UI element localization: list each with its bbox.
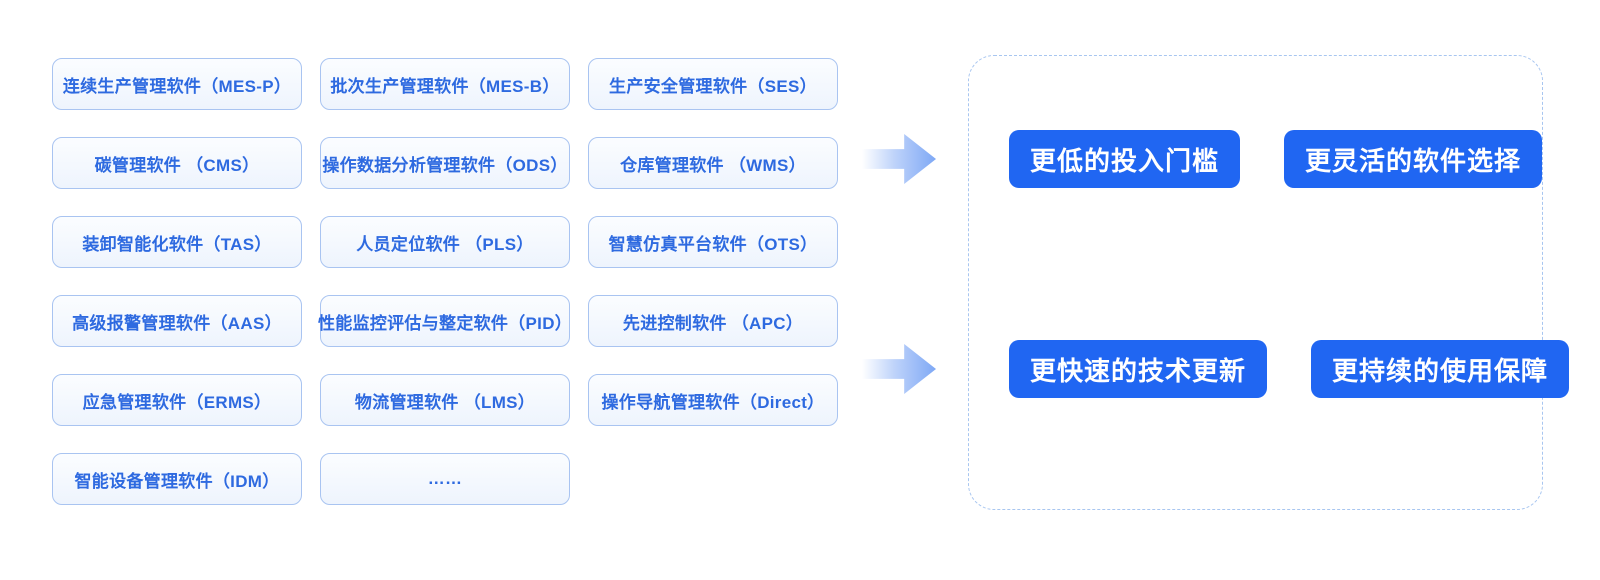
module-box-ots: 智慧仿真平台软件（OTS）: [588, 216, 838, 268]
module-box-aas: 高级报警管理软件（AAS）: [52, 295, 302, 347]
module-box-pid: 性能监控评估与整定软件（PID）: [318, 295, 572, 347]
benefit-badge-flexible-selection: 更灵活的软件选择: [1284, 130, 1543, 188]
module-box-erms: 应急管理软件（ERMS）: [52, 374, 302, 426]
module-box-pls: 人员定位软件 （PLS）: [320, 216, 570, 268]
module-box-idm: 智能设备管理软件（IDM）: [52, 453, 302, 505]
right-arrow-icon: [862, 134, 936, 184]
module-box-apc: 先进控制软件 （APC）: [588, 295, 838, 347]
benefit-badge-faster-tech-update: 更快速的技术更新: [1009, 340, 1268, 398]
module-box-cms: 碳管理软件 （CMS）: [52, 137, 302, 189]
benefit-row-bottom: 更快速的技术更新 更持续的使用保障: [1009, 340, 1570, 398]
module-box-lms: 物流管理软件 （LMS）: [320, 374, 570, 426]
module-box-ses: 生产安全管理软件（SES）: [588, 58, 838, 110]
module-box-direct: 操作导航管理软件（Direct）: [588, 374, 838, 426]
module-grid: 连续生产管理软件（MES-P） 批次生产管理软件（MES-B） 生产安全管理软件…: [52, 58, 838, 505]
benefits-panel: 更低的投入门槛 更灵活的软件选择 更快速的技术更新 更持续的使用保障: [968, 55, 1570, 510]
module-box-mes-p: 连续生产管理软件（MES-P）: [52, 58, 302, 110]
module-box-ods: 操作数据分析管理软件（ODS）: [320, 137, 570, 189]
right-arrow-icon: [862, 344, 936, 394]
module-box-ellipsis: ……: [320, 453, 570, 505]
benefit-badge-sustained-support: 更持续的使用保障: [1311, 340, 1570, 398]
benefit-badge-lower-entry-cost: 更低的投入门槛: [1009, 130, 1241, 188]
module-box-mes-b: 批次生产管理软件（MES-B）: [320, 58, 570, 110]
module-box-wms: 仓库管理软件 （WMS）: [588, 137, 838, 189]
module-box-tas: 装卸智能化软件（TAS）: [52, 216, 302, 268]
benefit-row-top: 更低的投入门槛 更灵活的软件选择: [1009, 130, 1543, 188]
